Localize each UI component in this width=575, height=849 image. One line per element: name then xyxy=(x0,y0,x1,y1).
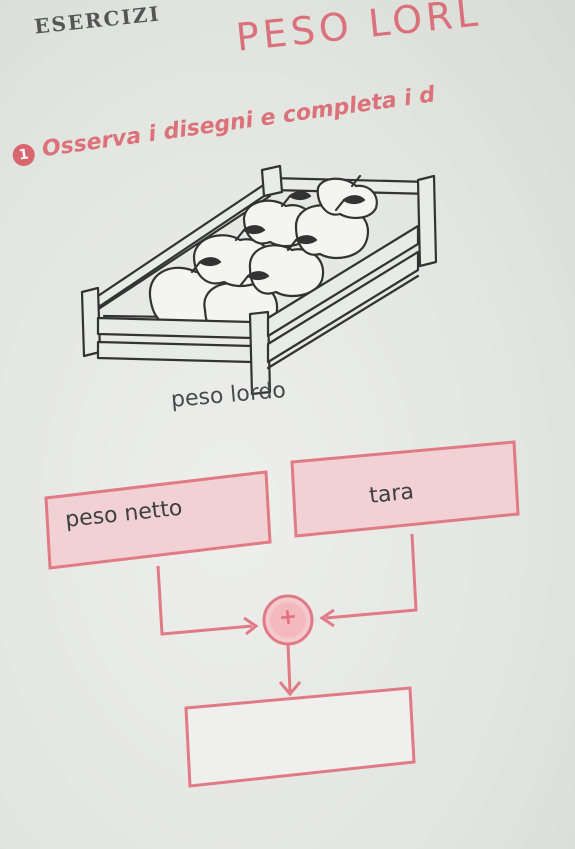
right-arrowhead-icon xyxy=(319,608,335,628)
left-arrowhead-icon xyxy=(243,616,259,636)
result-answer-field[interactable] xyxy=(196,710,406,776)
right-connector-line xyxy=(325,533,418,620)
peso-netto-box xyxy=(44,470,272,570)
down-connector-line xyxy=(286,643,292,693)
left-connector-line xyxy=(156,565,253,636)
tara-label: tara xyxy=(368,479,416,509)
plus-operator: + xyxy=(277,604,299,631)
down-arrowhead-icon xyxy=(278,681,302,697)
result-box xyxy=(184,686,416,788)
tara-box xyxy=(290,440,520,538)
